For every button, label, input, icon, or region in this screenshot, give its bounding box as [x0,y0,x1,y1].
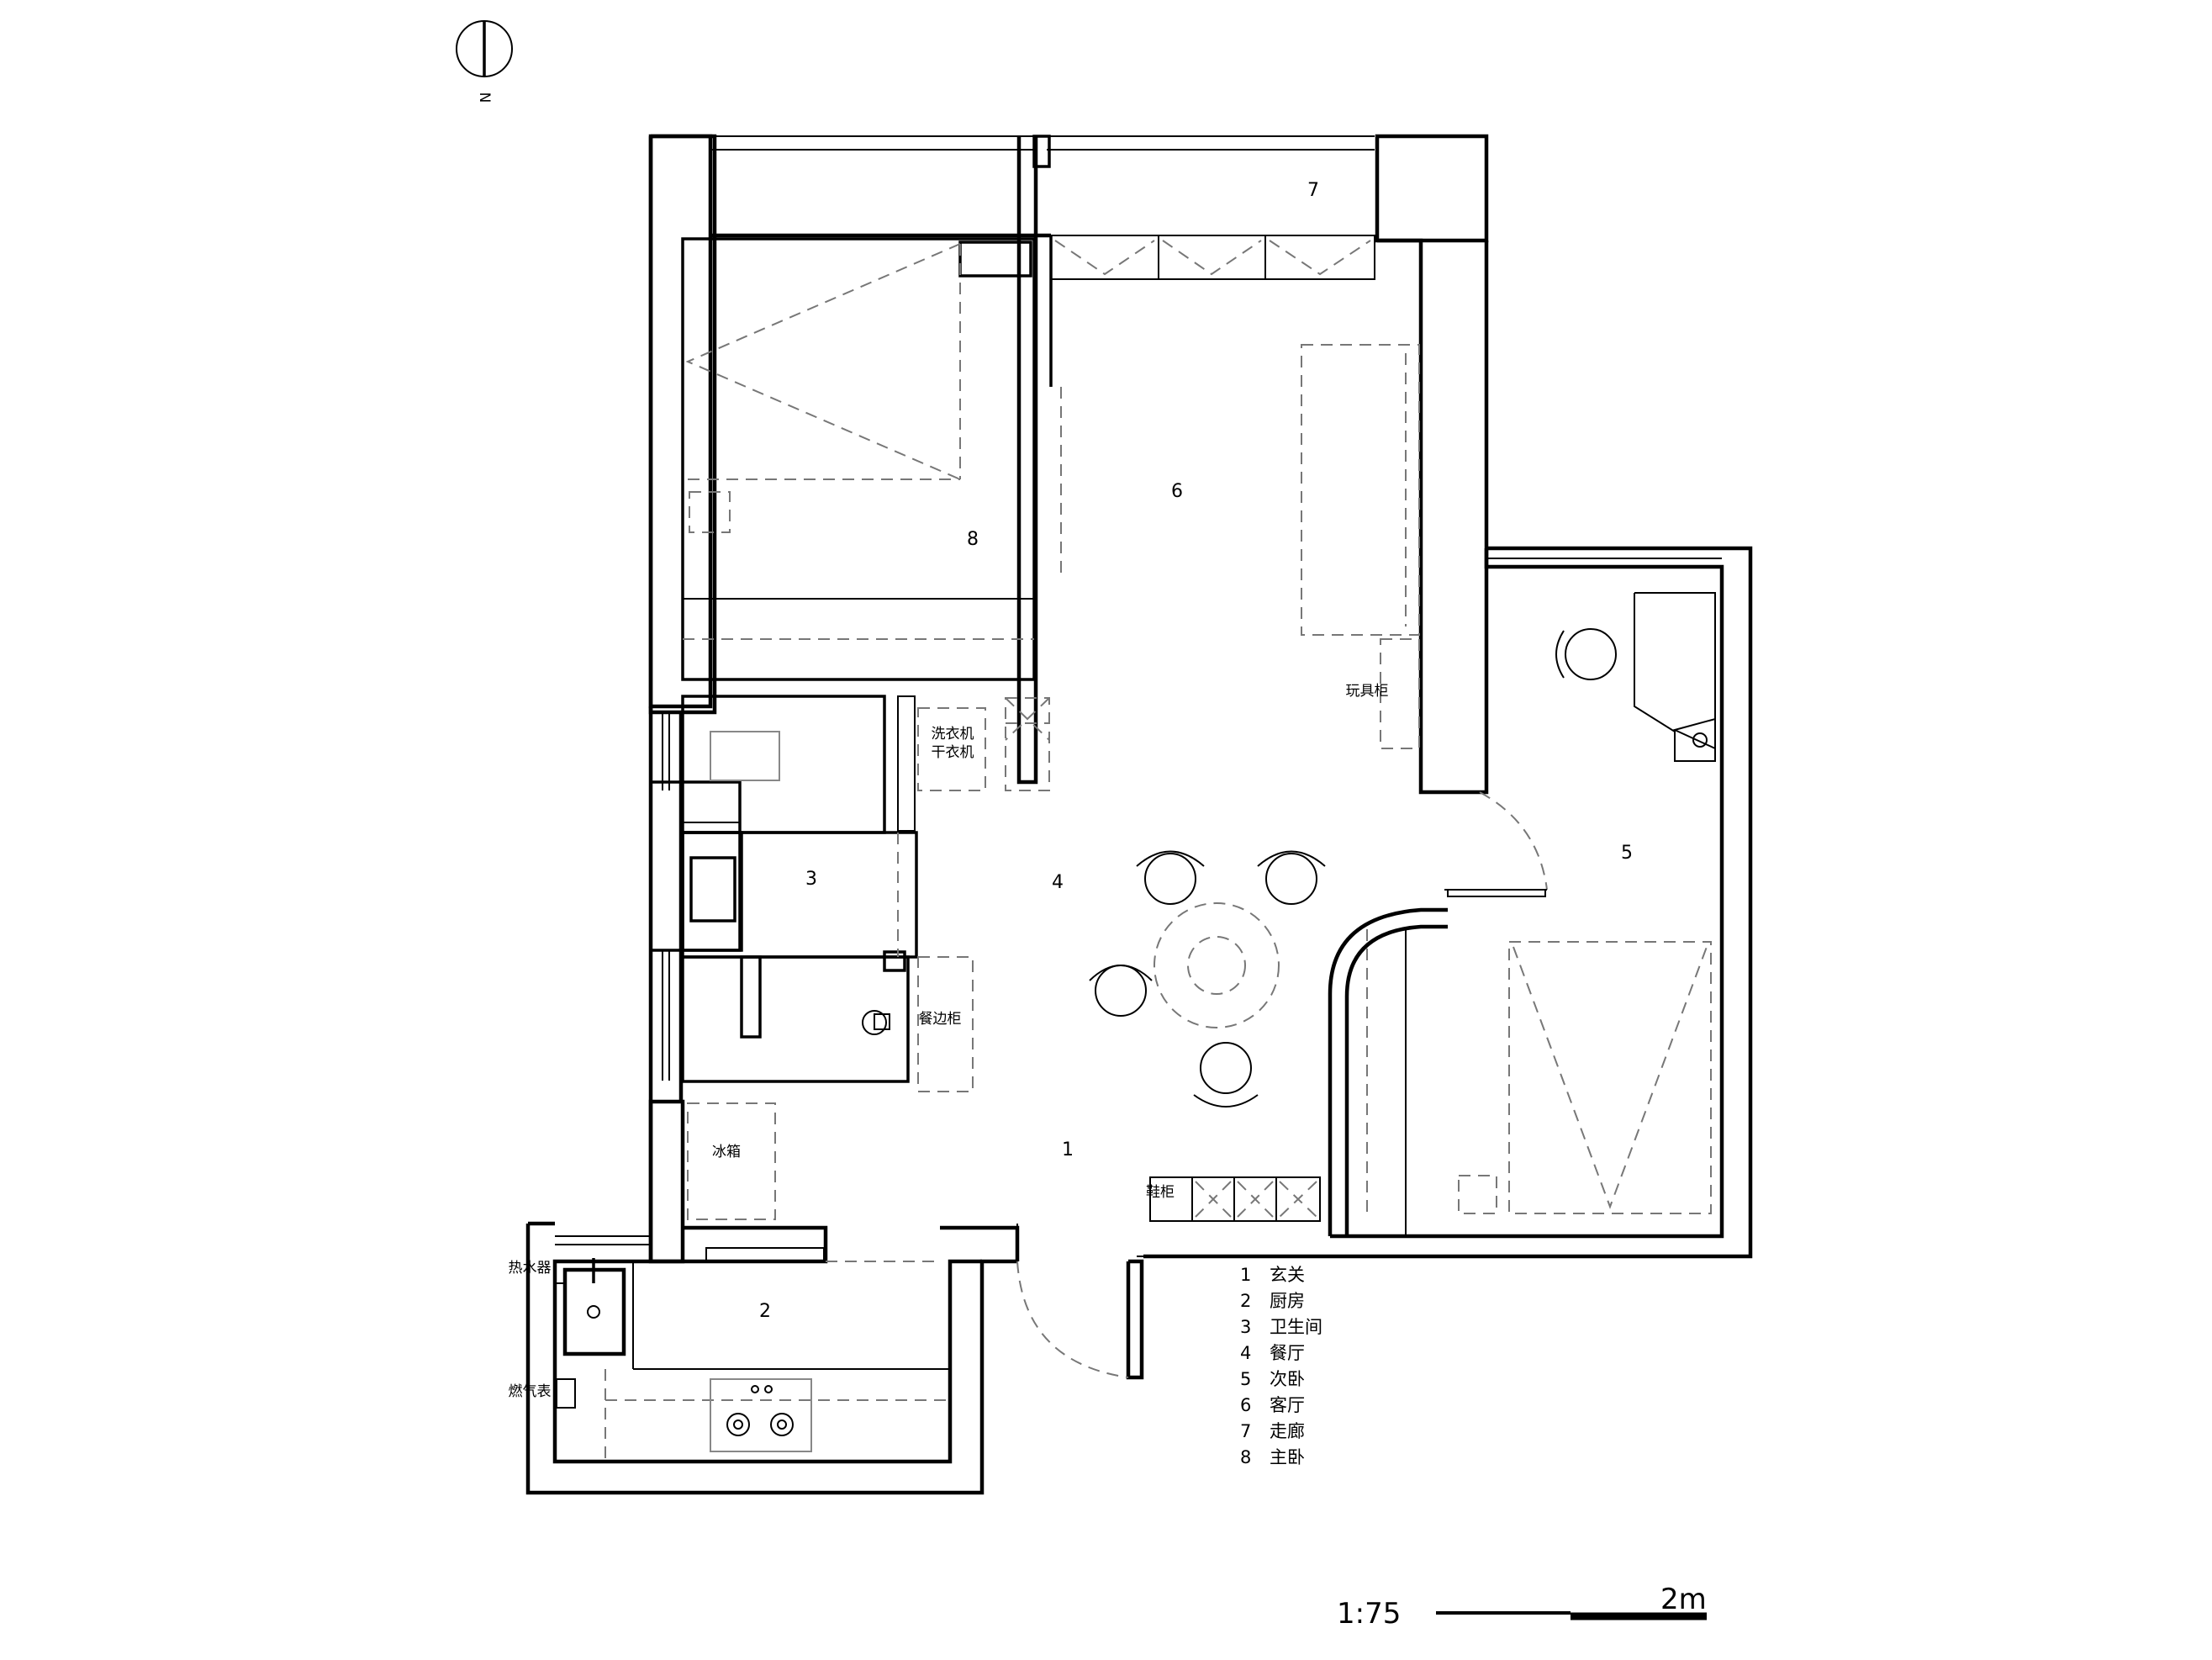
sideboard-label: 餐边柜 [919,1011,962,1028]
second-bedroom [1366,592,1716,1236]
legend-number: 4 [1240,1343,1251,1363]
legend-number: 5 [1240,1369,1251,1389]
legend-number: 7 [1240,1421,1251,1441]
room-number-6: 6 [1171,481,1183,502]
water-heater-label: 热水器 [509,1260,552,1277]
doors [1016,791,1548,1378]
scale-ratio: 1:75 [1337,1597,1401,1631]
gas-meter-label: 燃气表 [509,1383,552,1400]
chair [1089,965,1153,1017]
fridge-label: 冰箱 [712,1144,741,1160]
chair [1555,628,1617,680]
room-number-2: 2 [759,1301,771,1322]
master-bedroom [681,237,1062,681]
chair [1193,1042,1259,1108]
scale-length: 2m [1660,1583,1707,1616]
chair [1136,850,1205,905]
dining-set [1089,850,1326,1108]
legend-name: 玄关 [1270,1265,1305,1285]
legend-name: 客厅 [1270,1395,1305,1415]
legend-number: 6 [1240,1395,1251,1415]
room-number-1: 1 [1062,1139,1074,1160]
room-number-4: 4 [1052,872,1064,893]
legend-name: 厨房 [1270,1291,1305,1311]
scale-bar: 1:75 2m [1337,1583,1707,1631]
legend-name: 次卧 [1270,1369,1305,1389]
room-numbers: 1 2 3 4 5 6 7 8 [759,180,1633,1322]
north-arrow: N [456,20,513,103]
legend-name: 主卧 [1270,1447,1305,1467]
legend-name: 餐厅 [1270,1343,1305,1363]
kitchen [555,1247,950,1462]
north-label: N [476,93,493,103]
legend-name: 走廊 [1270,1421,1305,1441]
shoe-cabinet-label: 鞋柜 [1146,1184,1175,1201]
legend-number: 2 [1240,1291,1251,1311]
legend-number: 3 [1240,1317,1251,1337]
washer-label: 洗衣机 [932,726,974,743]
corridor-cabinets [1050,235,1375,280]
dryer-label: 干衣机 [932,744,974,761]
walls [525,134,1753,1495]
room-number-5: 5 [1621,843,1633,864]
room-number-3: 3 [805,869,817,890]
legend-name: 卫生间 [1270,1317,1322,1337]
laundry [917,697,1050,791]
legend-number: 8 [1240,1447,1251,1467]
living-sofa [1301,344,1420,749]
bathroom [681,695,918,1083]
legend-number: 1 [1240,1265,1251,1285]
fixture-labels: 洗衣机 干衣机 玩具柜 餐边柜 冰箱 鞋柜 热水器 燃气表 [509,683,1389,1400]
room-number-8: 8 [967,529,979,550]
chair [1257,850,1326,905]
toy-cabinet-label: 玩具柜 [1346,683,1389,700]
legend: 1 玄关 2 厨房 3 卫生间 4 餐厅 5 次卧 6 客厅 7 走廊 8 主卧 [1240,1265,1322,1467]
storage [687,956,1321,1222]
room-number-7: 7 [1307,180,1319,201]
